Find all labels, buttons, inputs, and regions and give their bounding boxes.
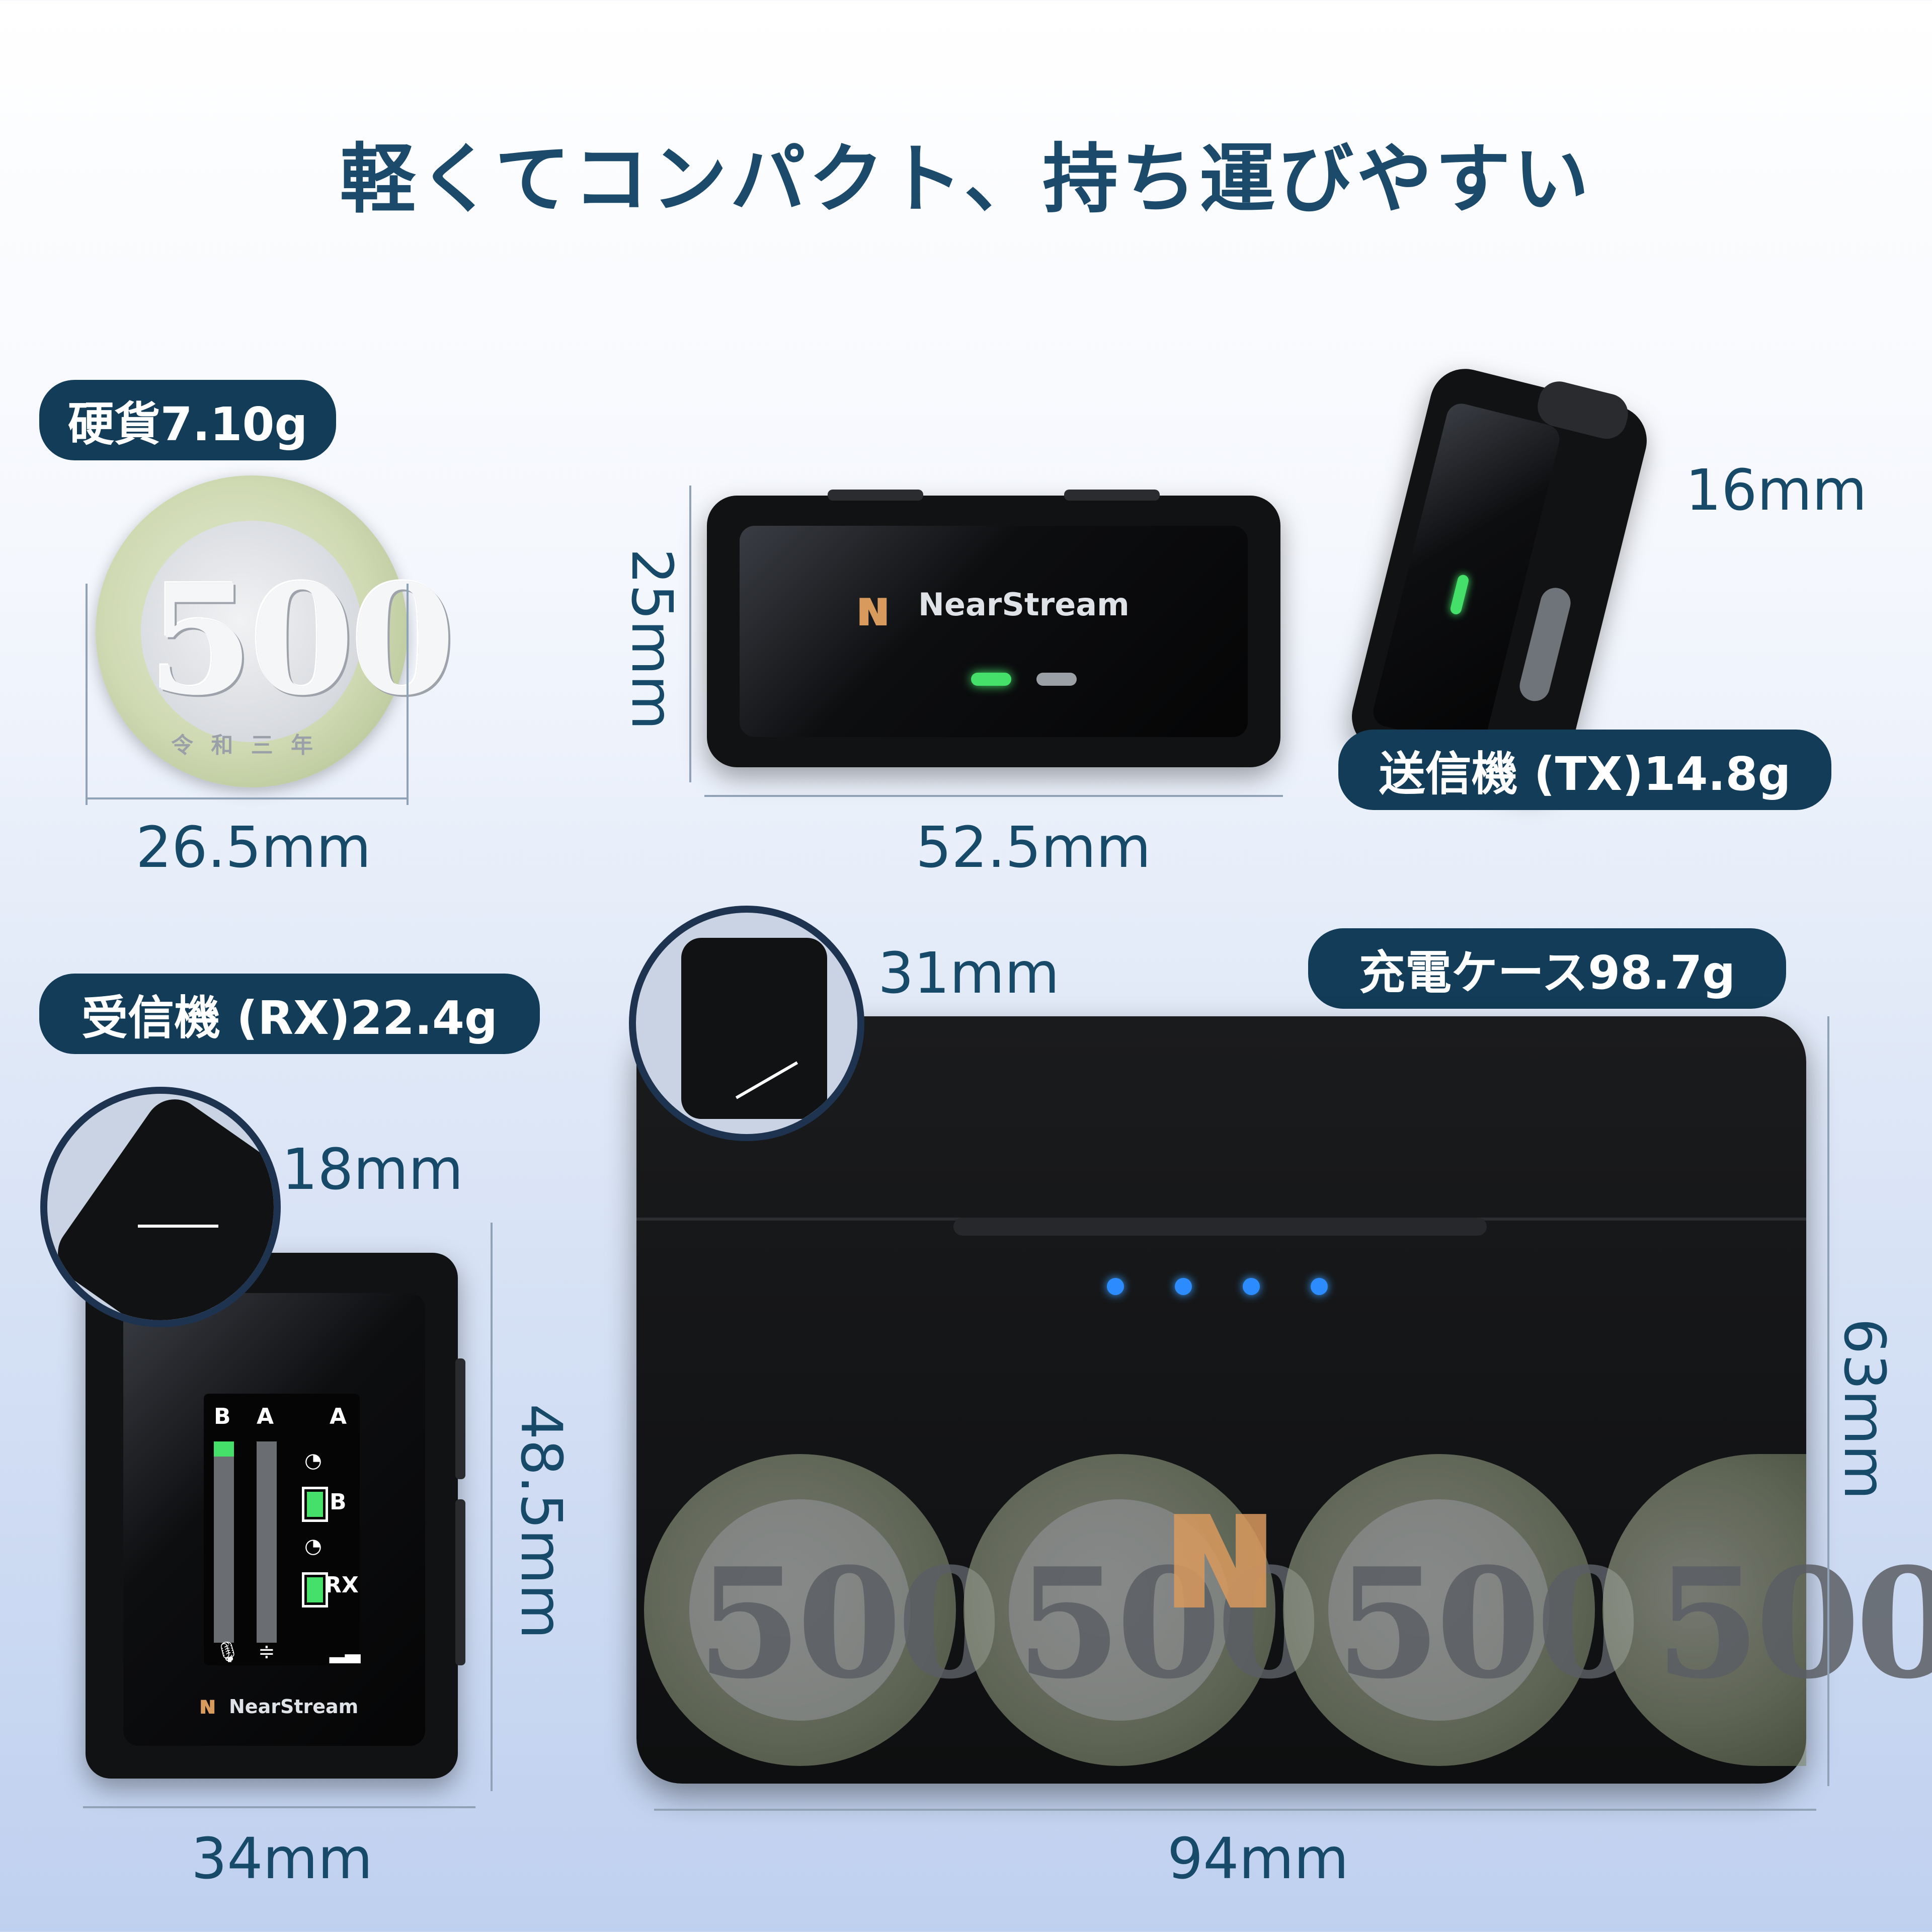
mic-icon: 🎙	[215, 1641, 240, 1664]
receiver: B A A ◔ B ◔ RX 🎙 ≑ ▂▃ ɴ NearStream	[86, 1253, 465, 1779]
coin-weight-badge: 硬貨7.10g	[39, 380, 336, 460]
rx-rx-label: RX	[325, 1572, 359, 1598]
tx-led-gray	[1036, 673, 1077, 686]
tx-height-label: 25mm	[619, 548, 684, 730]
rx-height-label: 48.5mm	[508, 1404, 574, 1639]
coin-overlay-3: 500	[1283, 1454, 1641, 1766]
rx-width-line	[83, 1806, 475, 1808]
case-weight-badge: 充電ケース98.7g	[1308, 928, 1786, 1009]
rx-weight-badge: 受信機 (RX)22.4g	[39, 974, 540, 1054]
rx-depth-label: 18mm	[282, 1137, 463, 1202]
coin-overlay-value: 500	[697, 1535, 1002, 1712]
tx-depth-label: 16mm	[1685, 458, 1867, 523]
equalizer-icon: ≑	[258, 1640, 275, 1663]
page-title: 軽くてコンパクト、持ち運びやすい	[340, 136, 1592, 223]
coin-width-line	[86, 797, 408, 799]
coin-width-label: 26.5mm	[136, 815, 371, 880]
rx-level-meter-b	[214, 1441, 234, 1643]
coin-overlay-value: 500	[1016, 1535, 1321, 1712]
coin-right-tick	[407, 584, 409, 805]
tx-weight-badge: 送信機 (TX)14.8g	[1338, 730, 1831, 810]
rx-a-label: A	[330, 1404, 347, 1429]
case-battery-led-2	[1175, 1278, 1192, 1295]
coin-overlay-value: 500	[1336, 1535, 1641, 1712]
battery-icon	[302, 1572, 328, 1607]
rx-width-label: 34mm	[191, 1826, 373, 1892]
coin-image: 500 令 和 三 年	[96, 475, 455, 787]
rx-channel-b: B	[214, 1404, 231, 1429]
charging-case: 500 500 500 500 ɴ	[636, 1016, 1932, 1784]
battery-icon	[302, 1487, 328, 1522]
coin-era: 令 和 三 年	[171, 733, 318, 758]
tx-brand: NearStream	[918, 586, 1130, 623]
case-battery-led-3	[1243, 1278, 1260, 1295]
rx-display: B A A ◔ B ◔ RX 🎙 ≑ ▂▃	[204, 1394, 361, 1665]
case-battery-led-1	[1107, 1278, 1124, 1295]
coin-value: 500	[148, 551, 455, 729]
tx-side-button	[1516, 585, 1574, 704]
case-battery-led-4	[1311, 1278, 1328, 1295]
tx-led-green	[971, 673, 1011, 686]
case-height-line	[1827, 1016, 1829, 1786]
nearstream-logo-icon: ɴ	[1160, 1449, 1281, 1648]
tx-width-line	[704, 795, 1283, 797]
tx-width-label: 52.5mm	[916, 815, 1151, 880]
signal-bars-icon: ▂▃	[330, 1640, 361, 1663]
rx-level-meter-a	[257, 1441, 277, 1643]
rx-channel-a: A	[257, 1404, 274, 1429]
transmitter-front: ɴ NearStream	[707, 490, 1280, 767]
tx-side-led	[1449, 574, 1470, 616]
case-depth-label: 31mm	[878, 941, 1060, 1006]
rx-brand: NearStream	[229, 1696, 359, 1718]
case-thickness-zoom	[629, 906, 864, 1141]
coin-overlay-2: 500	[963, 1454, 1321, 1766]
case-height-label: 63mm	[1831, 1318, 1897, 1500]
rx-height-line	[491, 1223, 493, 1791]
nearstream-logo-icon: ɴ	[199, 1691, 217, 1720]
wifi-signal-icon: ◔	[304, 1449, 322, 1472]
wifi-signal-icon: ◔	[304, 1535, 322, 1558]
nearstream-logo-icon: ɴ	[855, 579, 891, 637]
rx-thickness-zoom	[40, 1087, 281, 1327]
case-width-line	[654, 1809, 1816, 1811]
coin-overlay-4: 500	[1602, 1454, 1932, 1766]
rx-b-label: B	[330, 1489, 347, 1515]
coin-overlay-1: 500	[644, 1454, 1002, 1766]
tx-height-line	[689, 486, 691, 782]
coin-left-tick	[86, 584, 88, 805]
coin-overlay-value: 500	[1655, 1535, 1932, 1712]
case-width-label: 94mm	[1167, 1826, 1349, 1892]
